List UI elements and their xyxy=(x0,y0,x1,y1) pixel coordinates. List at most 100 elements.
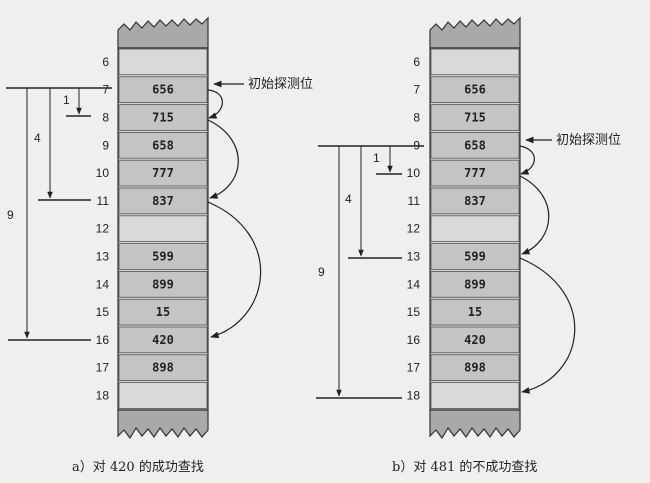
row-index-label: 10 xyxy=(407,166,421,180)
row-index-label: 13 xyxy=(407,250,421,264)
panel-a-caption: a）对 420 的成功查找 xyxy=(72,459,204,475)
table-cell: 898 xyxy=(118,354,208,381)
row-index-label: 11 xyxy=(97,194,110,208)
panel-a-step-1-label: 1 xyxy=(63,93,70,107)
table-cell: 898 xyxy=(430,354,520,381)
row-index-label: 7 xyxy=(102,83,109,97)
table-cell: 777 xyxy=(118,159,208,187)
panel-a-probe-curve-8-11 xyxy=(207,119,239,199)
panel-a-probe-label: 初始探测位 xyxy=(248,77,313,92)
table-cell-box xyxy=(118,159,208,187)
table-cell-value: 837 xyxy=(152,194,174,208)
table-cell-box xyxy=(118,270,208,298)
table-cell-box xyxy=(118,131,208,159)
table-cell-box xyxy=(118,104,208,131)
table-cell-value: 777 xyxy=(152,166,174,180)
table-cell: 658 xyxy=(430,131,520,159)
table-cell-box xyxy=(430,215,520,243)
table-cell-value: 599 xyxy=(464,250,486,264)
table-cell: 599 xyxy=(118,243,208,270)
panel-a-probe-curve-11-16 xyxy=(207,201,262,339)
panel-b-step-9-label: 9 xyxy=(318,265,325,279)
row-index-label: 6 xyxy=(413,55,420,69)
panel-b-probe-curve-9-10 xyxy=(519,145,535,175)
table-cell: 15 xyxy=(118,298,208,326)
table-cell-value: 15 xyxy=(468,305,482,319)
table-cell: 15 xyxy=(430,298,520,326)
panel-b-table-outline xyxy=(429,16,521,49)
table-cell-value: 898 xyxy=(152,361,174,375)
table-cell-value: 777 xyxy=(464,166,486,180)
panel-a-step-9-label: 9 xyxy=(7,208,14,222)
table-cell: 656 xyxy=(430,76,520,104)
row-index-label: 14 xyxy=(96,277,110,291)
table-cell-box xyxy=(430,159,520,187)
table-cell-box xyxy=(430,76,520,104)
table-cell xyxy=(430,382,520,409)
row-index-label: 18 xyxy=(96,389,110,403)
table-cell: 837 xyxy=(430,187,520,215)
table-cell-value: 656 xyxy=(152,83,174,97)
row-index-label: 8 xyxy=(102,111,109,125)
panel-a-hash-table: 656 715 658 777 837 599 899 15 420 898 xyxy=(117,16,209,440)
table-cell: 899 xyxy=(430,270,520,298)
table-cell: 777 xyxy=(430,159,520,187)
table-cell-box xyxy=(430,298,520,326)
table-cell-box xyxy=(118,354,208,381)
table-cell-value: 420 xyxy=(464,333,486,347)
table-cell-box xyxy=(430,326,520,354)
panel-b-step-1-label: 1 xyxy=(373,151,380,165)
table-cell-value: 420 xyxy=(152,333,174,347)
table-cell xyxy=(430,215,520,243)
table-cell: 420 xyxy=(430,326,520,354)
table-cell-value: 658 xyxy=(464,138,486,152)
panel-b-table-torn-bottom xyxy=(429,409,521,440)
row-index-label: 14 xyxy=(407,277,421,291)
table-cell-box xyxy=(118,76,208,104)
table-cell: 656 xyxy=(118,76,208,104)
row-index-label: 13 xyxy=(96,250,110,264)
table-cell: 420 xyxy=(118,326,208,354)
table-cell-box xyxy=(430,104,520,131)
table-cell-box xyxy=(118,187,208,215)
row-index-label: 9 xyxy=(102,138,109,152)
table-cell xyxy=(118,382,208,409)
table-cell-value: 899 xyxy=(152,277,174,291)
panel-b-probe-curve-10-13 xyxy=(519,175,550,255)
table-cell-value: 899 xyxy=(464,277,486,291)
table-cell: 715 xyxy=(118,104,208,131)
panel-b-probe-curve-13-18 xyxy=(519,257,576,394)
table-cell xyxy=(118,48,208,76)
table-cell: 599 xyxy=(430,243,520,270)
table-cell: 658 xyxy=(118,131,208,159)
row-index-label: 17 xyxy=(96,361,110,375)
row-index-label: 12 xyxy=(96,222,110,236)
panel-b-caption: b）对 481 的不成功查找 xyxy=(392,459,537,475)
table-cell-box xyxy=(118,298,208,326)
row-index-label: 12 xyxy=(407,222,421,236)
row-index-label: 11 xyxy=(408,194,421,208)
table-cell-box xyxy=(430,48,520,76)
table-cell: 899 xyxy=(118,270,208,298)
table-cell-box xyxy=(118,382,208,409)
table-cell-box xyxy=(118,215,208,243)
table-cell-value: 658 xyxy=(152,138,174,152)
table-cell-box xyxy=(430,270,520,298)
table-cell-box xyxy=(118,243,208,270)
row-index-label: 17 xyxy=(407,361,421,375)
row-index-label: 7 xyxy=(413,83,420,97)
table-cell-box xyxy=(118,326,208,354)
panel-b-probe-label: 初始探测位 xyxy=(556,133,621,148)
panel-a-step-4-label: 4 xyxy=(34,131,41,145)
table-cell xyxy=(430,48,520,76)
panel-a-table-outline xyxy=(117,16,209,49)
table-cell xyxy=(118,215,208,243)
table-cell: 837 xyxy=(118,187,208,215)
row-index-label: 10 xyxy=(96,166,110,180)
table-cell-value: 599 xyxy=(152,250,174,264)
